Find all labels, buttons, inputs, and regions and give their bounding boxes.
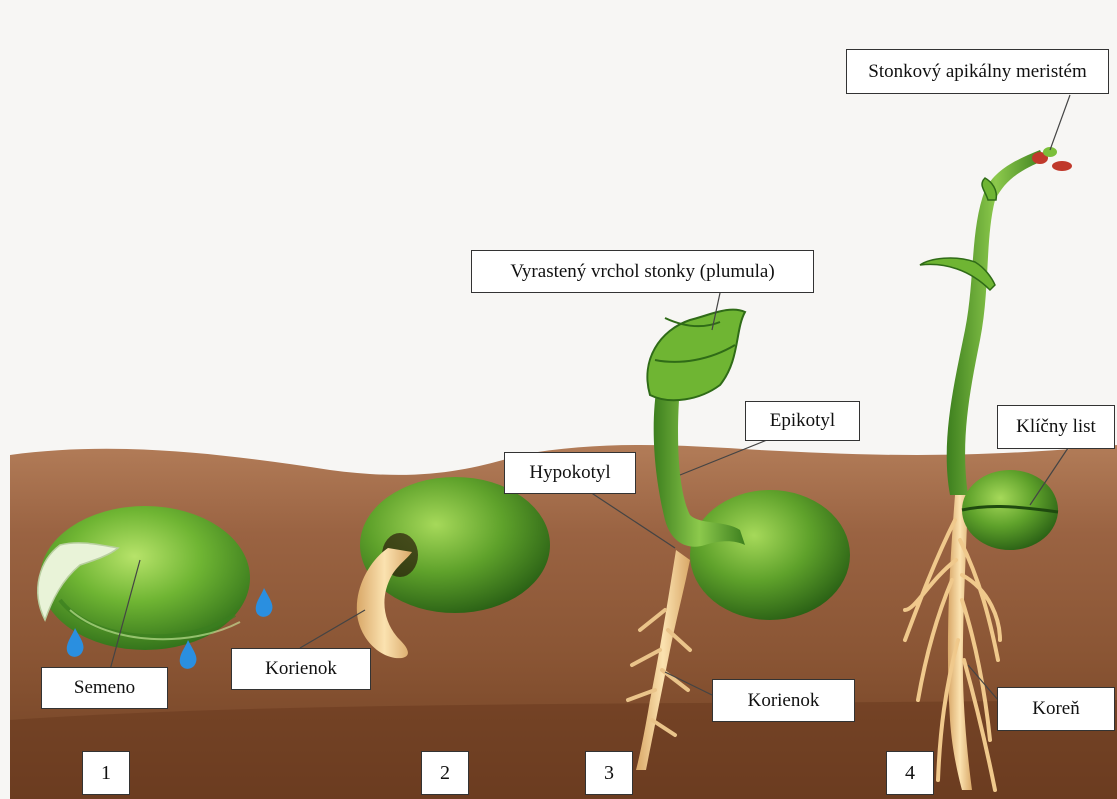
label-korienok-stage3: Korienok <box>712 679 855 722</box>
label-klicny-list: Klíčny list <box>997 405 1115 449</box>
label-plumula: Vyrastený vrchol stonky (plumula) <box>471 250 814 293</box>
stage-number-3: 3 <box>585 751 633 795</box>
seed-1 <box>40 506 250 650</box>
stage-number-1: 1 <box>82 751 130 795</box>
label-meristem: Stonkový apikálny meristém <box>846 49 1109 94</box>
label-semeno: Semeno <box>41 667 168 709</box>
label-koren: Koreň <box>997 687 1115 731</box>
label-korienok-stage2: Korienok <box>231 648 371 690</box>
stage-number-2: 2 <box>421 751 469 795</box>
label-hypokotyl: Hypokotyl <box>504 452 636 494</box>
seed-3 <box>690 490 850 620</box>
label-epikotyl: Epikotyl <box>745 401 860 441</box>
stage-number-4: 4 <box>886 751 934 795</box>
